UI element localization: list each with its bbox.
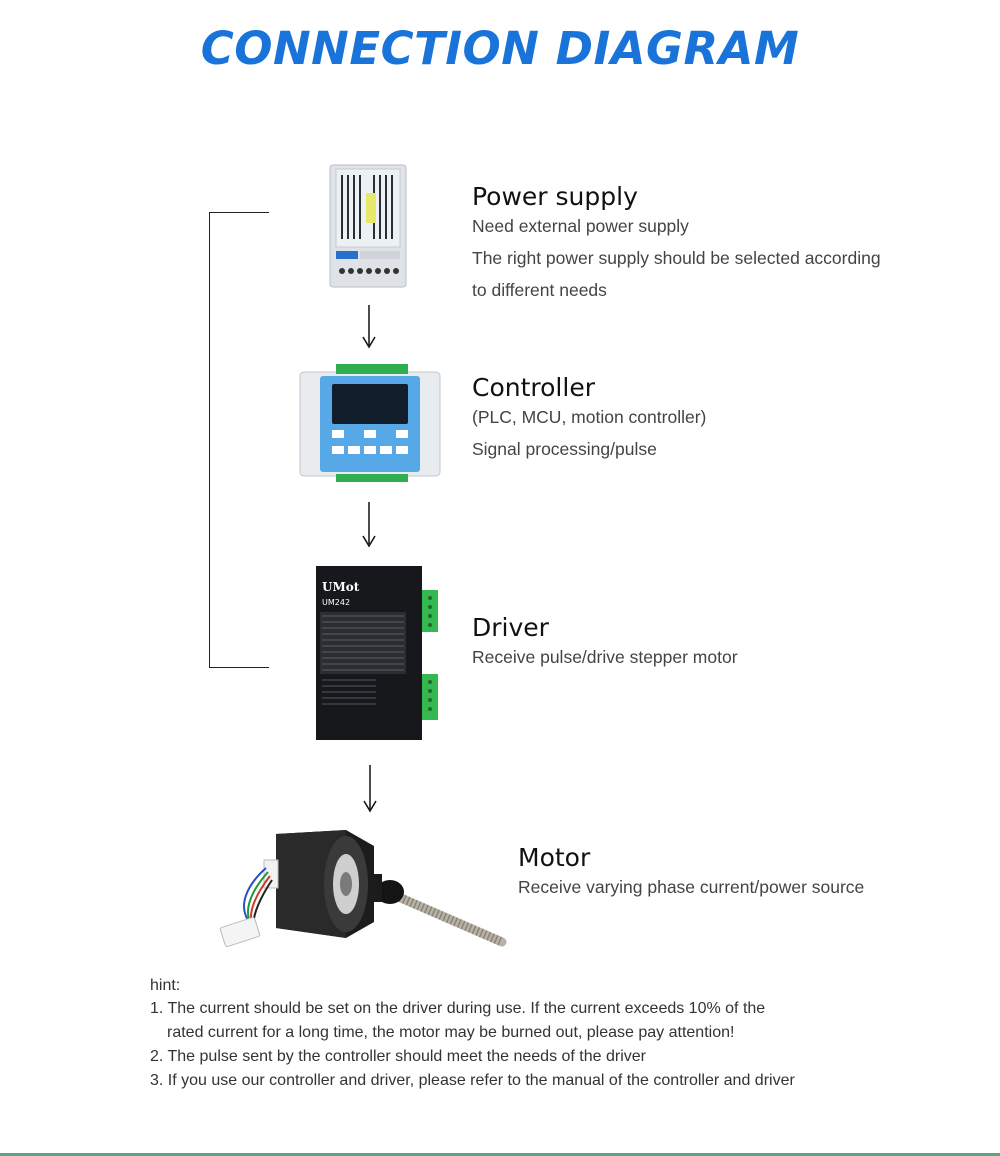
driver-image: UMot UM242 — [316, 566, 440, 740]
motor-title: Motor — [518, 843, 591, 872]
hint-item-2: 2. The pulse sent by the controller shou… — [150, 1048, 646, 1065]
down-arrow-icon — [362, 502, 376, 548]
controller-line-2: Signal processing/pulse — [472, 439, 657, 459]
driver-brand-label: UMot — [322, 580, 360, 594]
power-supply-image — [329, 164, 407, 288]
power-supply-line-2: The right power supply should be selecte… — [472, 248, 881, 268]
hint-item-1-continued: rated current for a long time, the motor… — [167, 1024, 735, 1041]
power-supply-line-1: Need external power supply — [472, 216, 689, 236]
power-supply-line-3: to different needs — [472, 280, 607, 300]
hint-item-1: 1. The current should be set on the driv… — [150, 1000, 766, 1017]
driver-model-label: UM242 — [322, 598, 351, 607]
stepper-motor-image — [219, 830, 507, 948]
controller-line-1: (PLC, MCU, motion controller) — [472, 407, 707, 427]
motor-line-1: Receive varying phase current/power sour… — [518, 877, 865, 897]
hint-item-3: 3. If you use our controller and driver,… — [150, 1072, 795, 1089]
page-title: CONNECTION DIAGRAM — [200, 22, 800, 75]
controller-image — [299, 364, 441, 482]
down-arrow-icon — [363, 765, 377, 813]
power-supply-title: Power supply — [472, 182, 638, 211]
controller-title: Controller — [472, 373, 595, 402]
power-to-driver-connector — [209, 212, 269, 668]
footer-divider — [0, 1153, 1000, 1156]
down-arrow-icon — [362, 305, 376, 349]
driver-title: Driver — [472, 613, 549, 642]
driver-line-1: Receive pulse/drive stepper motor — [472, 647, 738, 667]
hint-label: hint: — [150, 977, 181, 994]
